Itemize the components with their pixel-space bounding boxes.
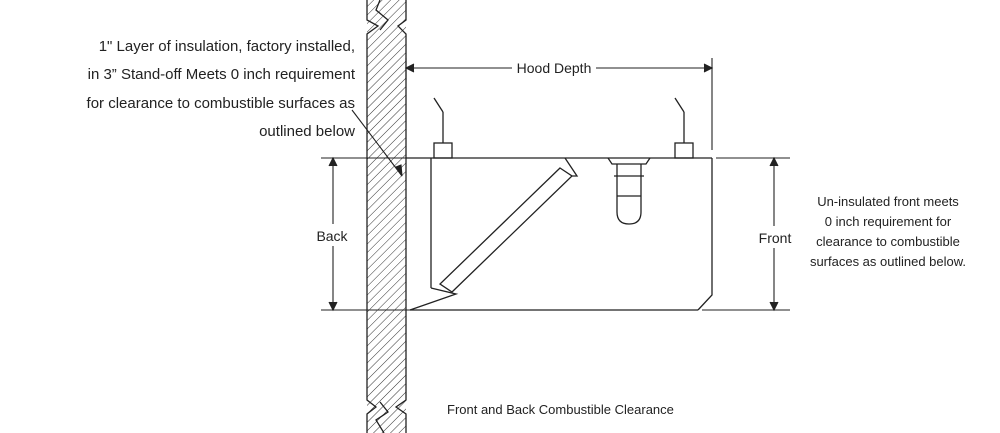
hanger-bracket-left [433, 142, 453, 159]
wall-break-top [375, 0, 389, 31]
labels: 1" Layer of insulation, factory installe… [87, 38, 967, 417]
front-arrow-bottom [769, 301, 779, 312]
light-globe [616, 176, 642, 225]
front-note-line2: 0 inch requirement for [825, 214, 952, 229]
wall-hatch-fill [367, 0, 406, 433]
front-note-line3: clearance to combustible [816, 234, 960, 249]
hood-back-lower-lip [409, 287, 459, 311]
back-label: Back [316, 228, 348, 244]
front-note-line4: surfaces as outlined below. [810, 254, 966, 269]
wall [366, 0, 407, 433]
dimensions [321, 58, 790, 312]
insulation-note-line3: for clearance to combustible surfaces as [87, 95, 355, 112]
insulation-leader-arrow [395, 164, 403, 177]
insulation-note-line2: in 3” Stand-off Meets 0 inch requirement [88, 66, 356, 83]
back-arrow-top [328, 156, 338, 167]
wall-break-bottom [375, 401, 389, 433]
hood [406, 97, 713, 311]
hood-depth-arrow-left [404, 63, 415, 73]
hood-depth-arrow-right [703, 63, 714, 73]
hanger-rod-right-tip [674, 97, 685, 113]
light-fixture-mount [607, 157, 651, 165]
insulation-note-line4: outlined below [259, 123, 355, 140]
diagram-caption: Front and Back Combustible Clearance [447, 402, 674, 417]
insulation-leader [351, 109, 403, 177]
hanger-rod-left-tip [433, 97, 444, 113]
hood-front-face [697, 158, 713, 311]
filter-bracket [564, 157, 579, 177]
back-arrow-bottom [328, 301, 338, 312]
wall-right-edge [394, 0, 407, 433]
baffle-filter [438, 167, 574, 293]
wall-left-edge [366, 0, 380, 433]
front-label: Front [759, 230, 792, 246]
front-arrow-top [769, 156, 779, 167]
hanger-bracket-right [674, 142, 694, 159]
hood-depth-label: Hood Depth [517, 60, 592, 76]
front-note-line1: Un-insulated front meets [817, 194, 959, 209]
insulation-note-line1: 1" Layer of insulation, factory installe… [99, 38, 355, 55]
